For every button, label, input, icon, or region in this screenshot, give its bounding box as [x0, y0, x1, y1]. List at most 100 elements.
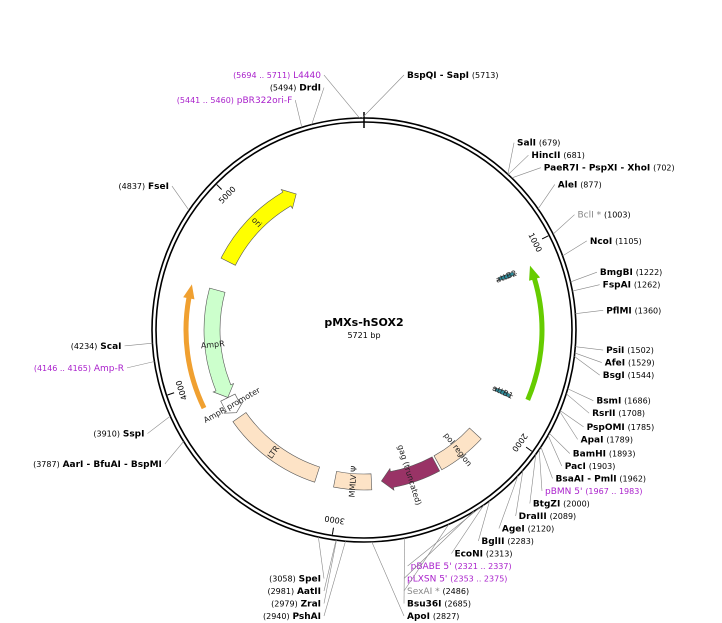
site-name: BspQI - SapI: [407, 71, 469, 81]
site-position: (1785): [628, 423, 655, 432]
site-leader: [575, 346, 604, 351]
feature-label: attB2: [495, 269, 519, 285]
site-position: (1222): [636, 268, 663, 277]
feature-hsox2: [525, 265, 545, 401]
site-position: (4837): [119, 182, 146, 191]
site-label: (2981) AatII: [267, 587, 321, 597]
feature-attb2: [496, 271, 518, 282]
site-label: PflMI (1360): [606, 306, 661, 316]
site-label: (5694 .. 5711) L4440: [233, 71, 321, 81]
tick-label: 2000: [510, 432, 529, 454]
site-label: (5494) DrdI: [270, 84, 321, 94]
site-name: BsgI: [603, 371, 625, 381]
site-position: (2353 .. 2375): [450, 575, 507, 584]
site-name: PflMI: [606, 306, 632, 316]
site-leader: [507, 142, 515, 175]
site-name: RsrII: [592, 409, 615, 419]
site-label: (2979) ZraI: [271, 600, 321, 610]
feature-pol-region: [433, 427, 482, 471]
site-label: SalI (679): [517, 139, 560, 149]
site-leader: [451, 504, 485, 554]
tick-label: 4000: [174, 379, 189, 401]
site-position: (2283): [507, 537, 534, 546]
feature-mmlv-psi: [333, 471, 373, 491]
feature-label: AmpR promoter: [202, 385, 262, 425]
tick-mark: [541, 235, 549, 240]
site-position: (1502): [627, 346, 654, 355]
site-label: (3910) SspI: [93, 430, 144, 440]
site-position: (1360): [635, 306, 662, 315]
site-position: (2321 .. 2337): [454, 562, 511, 571]
restriction-sites: BspQI - SapI (5713) SalI (679) HincII (681…: [33, 71, 675, 622]
site-leader: [124, 342, 153, 347]
site-leader: [538, 449, 543, 492]
site-name: PshAI: [292, 612, 321, 622]
site-label: SexAI * (2486): [407, 587, 469, 597]
site-position: (5694 .. 5711): [233, 71, 290, 80]
site-name: SexAI *: [407, 587, 440, 597]
site-label: (3787) AarI - BfuAI - BspMI: [33, 460, 162, 470]
site-label: ApoI (2827): [407, 612, 459, 622]
site-label: PsiI (1502): [606, 346, 654, 356]
site-position: (702): [653, 164, 675, 173]
site-leader: [547, 435, 563, 467]
site-name: AarI - BfuAI - BspMI: [63, 460, 162, 470]
site-position: (5713): [472, 71, 499, 80]
site-position: (2827): [433, 612, 460, 621]
site-name: L4440: [293, 71, 321, 81]
site-name: ZraI: [301, 600, 321, 610]
site-name: BtgZI: [533, 500, 560, 510]
site-name: BclI *: [577, 211, 601, 221]
site-name: NcoI: [590, 237, 612, 247]
tick-label: 1000: [526, 232, 543, 254]
site-label: pBABE 5' (2321 .. 2337): [411, 562, 512, 572]
site-leader: [403, 524, 450, 592]
site-name: pBR322ori-F: [237, 96, 292, 106]
site-name: Bsu36I: [407, 600, 442, 610]
site-position: (1686): [624, 397, 651, 406]
site-label: BsaAI - PmlI (1962): [556, 475, 647, 485]
site-leader: [511, 167, 541, 179]
site-name: AatII: [297, 587, 321, 597]
site-label: AgeI (2120): [502, 525, 554, 535]
site-leader: [572, 284, 600, 292]
site-label: ApaI (1789): [581, 435, 633, 445]
site-name: BsaAI - PmlI: [556, 475, 617, 485]
site-name: PaeR7I - PspXI - XhoI: [544, 164, 650, 174]
site-position: (681): [563, 151, 585, 160]
feature-gag-truncated-: [380, 456, 441, 491]
site-leader: [403, 511, 475, 579]
site-leader: [529, 454, 537, 504]
site-label: FspAI (1262): [603, 281, 661, 291]
site-leader: [540, 446, 553, 479]
site-name: ScaI: [100, 342, 121, 352]
site-name: pLXSN 5': [407, 575, 447, 585]
feature-ampr-promoter: [220, 393, 244, 414]
tick-mark: [331, 527, 334, 535]
site-label: pBMN 5' (1967 .. 1983): [545, 487, 642, 497]
site-position: (877): [580, 180, 602, 189]
site-label: BsmI (1686): [596, 397, 650, 407]
site-label: (4146 .. 4165) Amp-R: [34, 364, 124, 374]
site-label: HincII (681): [531, 151, 584, 161]
site-leader: [323, 74, 360, 119]
site-position: (2685): [444, 600, 471, 609]
site-name: PacI: [565, 462, 586, 472]
site-position: (1544): [628, 371, 655, 380]
site-position: (2981): [267, 587, 294, 596]
site-label: (4837) FseI: [119, 182, 169, 192]
site-leader: [361, 74, 405, 119]
site-position: (3787): [33, 460, 60, 469]
site-position: (2979): [271, 600, 298, 609]
site-position: (5494): [270, 84, 297, 93]
site-name: FspAI: [603, 281, 631, 291]
site-label: BtgZI (2000): [533, 500, 590, 510]
site-position: (1967 .. 1983): [585, 487, 642, 496]
site-leader: [126, 361, 155, 369]
plasmid-name: pMXs-hSOX2: [324, 316, 403, 329]
site-name: BsmI: [596, 397, 621, 407]
plasmid-size: 5721 bp: [347, 331, 380, 340]
site-position: (4146 .. 4165): [34, 364, 91, 373]
